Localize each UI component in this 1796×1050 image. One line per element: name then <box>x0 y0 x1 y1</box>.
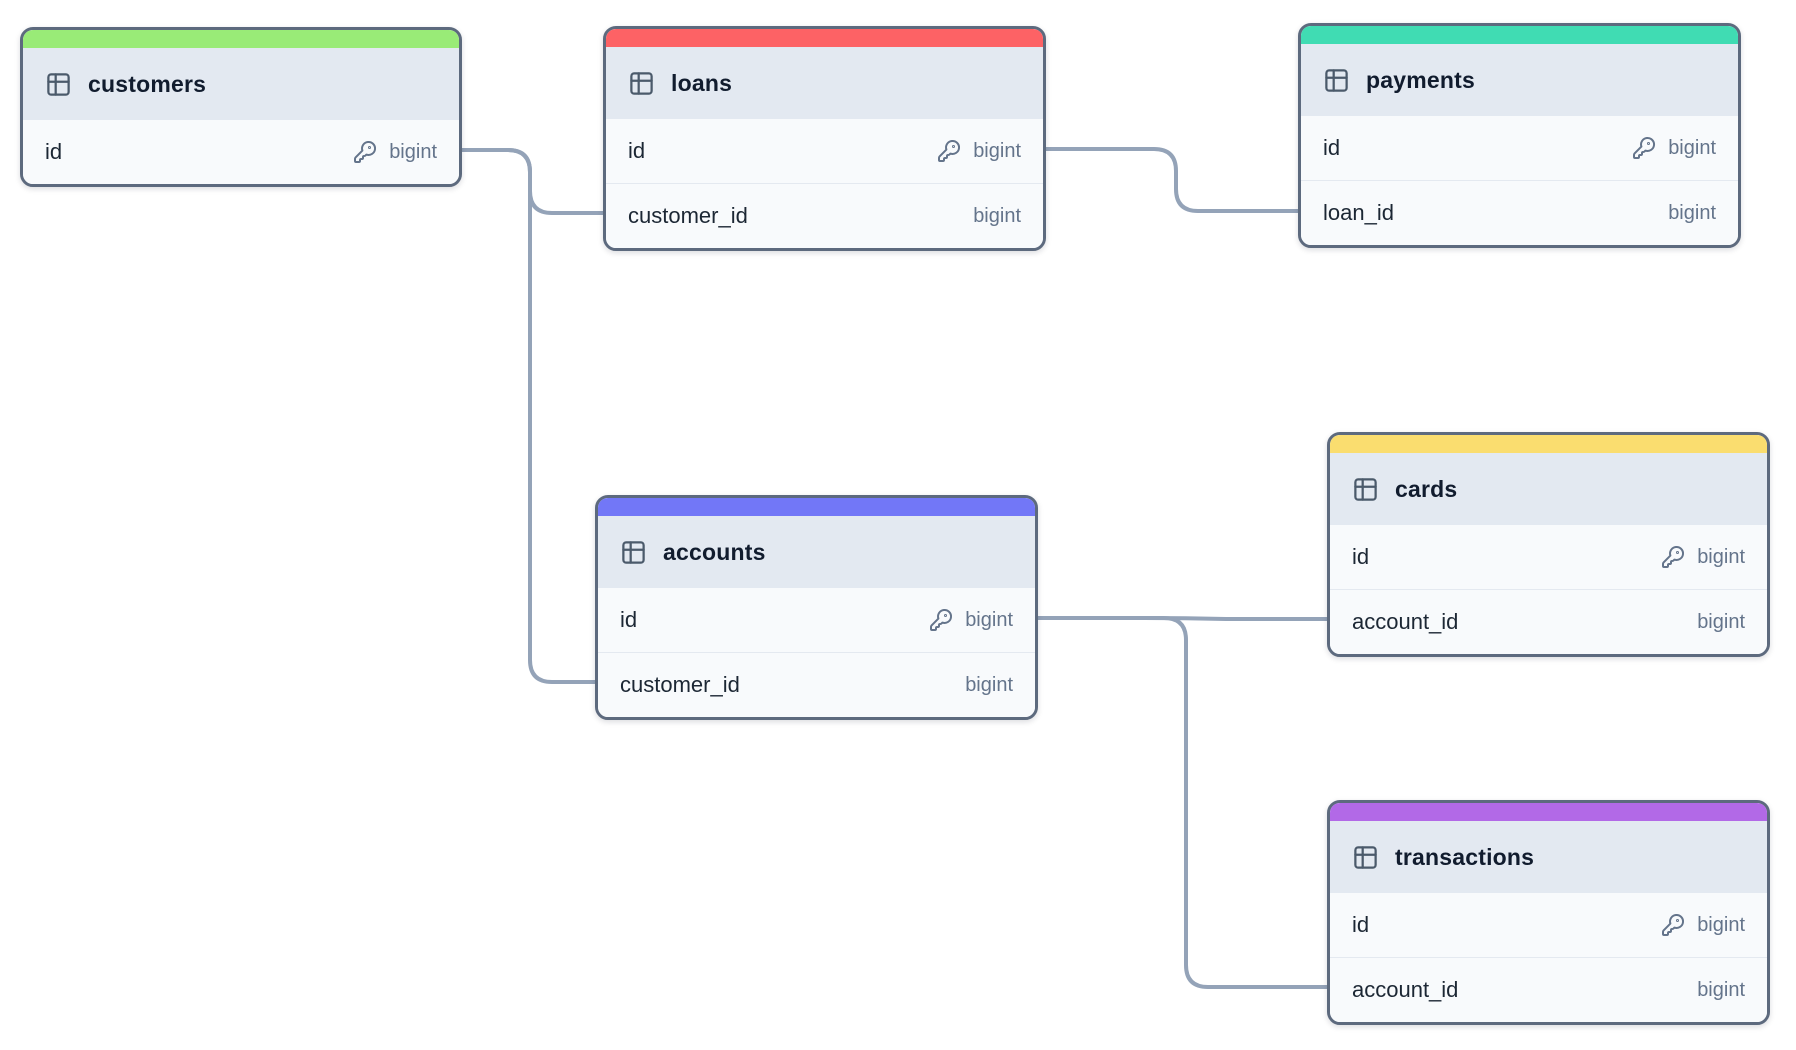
field-type: bigint <box>1697 913 1745 936</box>
relation-customers-accounts[interactable] <box>458 148 599 684</box>
table-name: loans <box>671 69 733 96</box>
table-name: customers <box>88 70 207 97</box>
table-accounts[interactable]: accounts id bigint customer_id bigint <box>595 495 1038 720</box>
table-accent-strip <box>1301 26 1738 44</box>
table-header[interactable]: cards <box>1330 453 1767 525</box>
field-row-account-id[interactable]: account_id bigint <box>1330 589 1767 654</box>
field-type: bigint <box>1697 610 1745 633</box>
field-name: account_id <box>1352 609 1459 634</box>
field-name: id <box>45 139 63 164</box>
primary-key-icon <box>929 608 953 632</box>
field-name: id <box>1352 912 1370 937</box>
field-row-id[interactable]: id bigint <box>1330 525 1767 589</box>
primary-key-icon <box>1661 913 1685 937</box>
field-name: id <box>1352 544 1370 569</box>
primary-key-icon <box>937 139 961 163</box>
field-row-customer-id[interactable]: customer_id bigint <box>606 183 1043 248</box>
table-header[interactable]: customers <box>23 48 459 120</box>
table-icon <box>1352 844 1379 871</box>
table-name: payments <box>1366 66 1475 93</box>
field-type: bigint <box>965 673 1013 696</box>
field-name: customer_id <box>628 203 748 228</box>
table-icon <box>1323 67 1350 94</box>
field-name: id <box>620 607 638 632</box>
field-row-id[interactable]: id bigint <box>1301 116 1738 180</box>
field-type: bigint <box>973 139 1021 162</box>
table-loans[interactable]: loans id bigint customer_id bigint <box>603 26 1046 251</box>
table-header[interactable]: loans <box>606 47 1043 119</box>
table-header[interactable]: transactions <box>1330 821 1767 893</box>
field-row-id[interactable]: id bigint <box>23 120 459 184</box>
field-type: bigint <box>1697 545 1745 568</box>
table-transactions[interactable]: transactions id bigint account_id bigint <box>1327 800 1770 1025</box>
primary-key-icon <box>1632 136 1656 160</box>
table-accent-strip <box>1330 435 1767 453</box>
field-name: loan_id <box>1323 200 1394 225</box>
field-row-account-id[interactable]: account_id bigint <box>1330 957 1767 1022</box>
field-type: bigint <box>965 608 1013 631</box>
table-name: cards <box>1395 475 1458 502</box>
table-accent-strip <box>598 498 1035 516</box>
field-name: id <box>1323 135 1341 160</box>
table-name: transactions <box>1395 843 1535 870</box>
field-row-id[interactable]: id bigint <box>598 588 1035 652</box>
field-type: bigint <box>973 204 1021 227</box>
table-header[interactable]: payments <box>1301 44 1738 116</box>
field-type: bigint <box>1697 978 1745 1001</box>
table-icon <box>1352 476 1379 503</box>
field-type: bigint <box>1668 136 1716 159</box>
field-row-id[interactable]: id bigint <box>1330 893 1767 957</box>
table-icon <box>628 70 655 97</box>
field-row-customer-id[interactable]: customer_id bigint <box>598 652 1035 717</box>
table-icon <box>45 71 72 98</box>
table-payments[interactable]: payments id bigint loan_id bigint <box>1298 23 1741 248</box>
primary-key-icon <box>1661 545 1685 569</box>
table-accent-strip <box>1330 803 1767 821</box>
relation-loans-payments[interactable] <box>1042 147 1302 213</box>
table-accent-strip <box>606 29 1043 47</box>
field-name: customer_id <box>620 672 740 697</box>
field-name: account_id <box>1352 977 1459 1002</box>
field-name: id <box>628 138 646 163</box>
field-type: bigint <box>1668 201 1716 224</box>
field-type: bigint <box>389 140 437 163</box>
field-row-id[interactable]: id bigint <box>606 119 1043 183</box>
field-row-loan-id[interactable]: loan_id bigint <box>1301 180 1738 245</box>
table-name: accounts <box>663 538 766 565</box>
primary-key-icon <box>353 140 377 164</box>
table-icon <box>620 539 647 566</box>
table-cards[interactable]: cards id bigint account_id bigint <box>1327 432 1770 657</box>
table-header[interactable]: accounts <box>598 516 1035 588</box>
table-customers[interactable]: customers id bigint <box>20 27 462 187</box>
table-accent-strip <box>23 30 459 48</box>
relation-accounts-transactions[interactable] <box>1034 616 1331 989</box>
